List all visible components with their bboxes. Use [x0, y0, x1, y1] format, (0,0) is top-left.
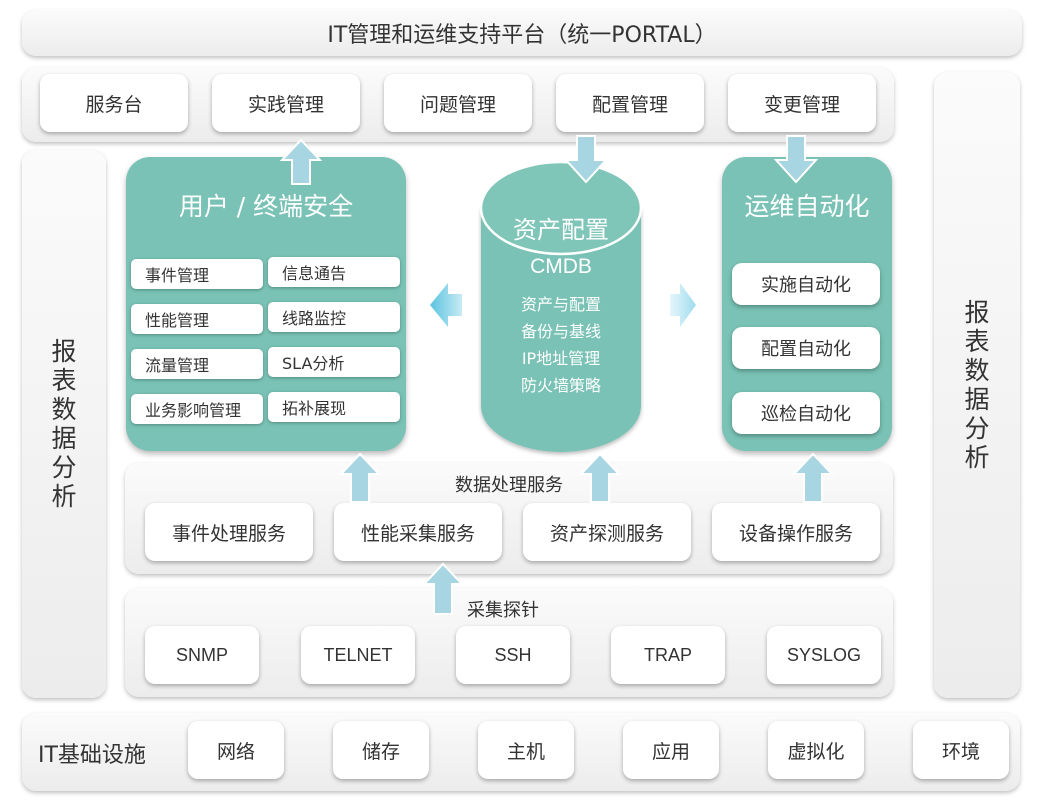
cmdb-title: 资产配置: [513, 216, 609, 244]
infra-virtualization[interactable]: 虚拟化: [768, 721, 864, 779]
business-impact-management-item[interactable]: 业务影响管理: [131, 394, 263, 424]
module-configuration-management[interactable]: 配置管理: [556, 74, 704, 132]
collection-probes-panel: 采集探针 SNMP TELNET SSH TRAP SYSLOG: [125, 588, 893, 697]
module-change-management[interactable]: 变更管理: [728, 74, 876, 132]
probe-snmp[interactable]: SNMP: [145, 626, 259, 684]
right-report-analysis-panel: 报 表 数 据 分 析: [934, 72, 1020, 698]
performance-collection-service[interactable]: 性能采集服务: [334, 503, 502, 561]
traffic-management-item[interactable]: 流量管理: [131, 349, 263, 379]
configuration-automation-item[interactable]: 配置自动化: [732, 327, 880, 369]
user-security-box: 用户 / 终端安全 事件管理 性能管理 流量管理 业务影响管理 信息通告 线路监…: [126, 157, 406, 451]
automation-box: 运维自动化 实施自动化 配置自动化 巡检自动化: [722, 157, 892, 451]
user-security-title: 用户 / 终端安全: [178, 192, 354, 221]
implementation-automation-item[interactable]: 实施自动化: [732, 263, 880, 305]
data-processing-panel: 数据处理服务 事件处理服务 性能采集服务 资产探测服务 设备操作服务: [125, 463, 893, 574]
infra-environment[interactable]: 环境: [913, 721, 1009, 779]
cmdb-item: 备份与基线: [520, 322, 601, 341]
cmdb-subtitle: CMDB: [530, 255, 592, 278]
probe-ssh[interactable]: SSH: [456, 626, 570, 684]
probe-trap[interactable]: TRAP: [611, 626, 725, 684]
left-report-char: 据: [51, 424, 77, 453]
arrow-left-cmdb-to-security: [430, 283, 462, 327]
arrow-right-cmdb-to-automation: [670, 283, 696, 327]
portal-title-bar: IT管理和运维支持平台（统一PORTAL）: [22, 10, 1022, 56]
left-report-char: 分: [51, 453, 77, 482]
module-practice-management[interactable]: 实践管理: [212, 74, 360, 132]
right-report-char: 析: [964, 443, 990, 472]
automation-title: 运维自动化: [744, 192, 870, 221]
it-infrastructure-panel: IT基础设施 网络 储存 主机 应用 虚拟化 环境: [22, 713, 1020, 791]
topology-display-item[interactable]: 拓补展现: [268, 392, 400, 422]
probe-telnet[interactable]: TELNET: [301, 626, 415, 684]
left-report-char: 表: [51, 366, 77, 395]
right-report-char: 据: [964, 385, 990, 414]
cmdb-item: IP地址管理: [521, 349, 601, 368]
event-management-item[interactable]: 事件管理: [131, 259, 263, 289]
right-report-char: 报: [964, 298, 990, 327]
inspection-automation-item[interactable]: 巡检自动化: [732, 392, 880, 434]
cmdb-item: 防火墙策略: [520, 376, 601, 395]
left-report-char: 析: [51, 482, 77, 511]
right-report-char: 表: [964, 327, 990, 356]
infra-network[interactable]: 网络: [188, 721, 284, 779]
it-infrastructure-title: IT基础设施: [38, 743, 146, 768]
left-report-analysis-panel: 报 表 数 据 分 析: [22, 150, 106, 698]
right-report-char: 数: [964, 356, 990, 385]
line-monitoring-item[interactable]: 线路监控: [268, 302, 400, 332]
info-notification-item[interactable]: 信息通告: [268, 257, 400, 287]
left-report-char: 数: [51, 395, 77, 424]
arrow-down-config-to-cmdb: [563, 135, 609, 184]
right-report-char: 分: [964, 414, 990, 443]
collection-probes-title: 采集探针: [467, 600, 539, 621]
arrow-up-processing-to-security: [338, 452, 382, 503]
portal-title: IT管理和运维支持平台（统一PORTAL）: [327, 23, 717, 48]
arrow-up-security-to-practice: [279, 138, 323, 185]
cmdb-item: 资产与配置: [520, 295, 601, 314]
cmdb-cylinder: [479, 160, 643, 452]
performance-management-item[interactable]: 性能管理: [131, 304, 263, 334]
infra-host[interactable]: 主机: [478, 721, 574, 779]
infra-storage[interactable]: 储存: [333, 721, 429, 779]
module-service-desk[interactable]: 服务台: [40, 74, 188, 132]
arrow-up-processing-to-automation: [791, 452, 835, 503]
arrow-down-change-to-automation: [773, 135, 819, 184]
data-processing-title: 数据处理服务: [455, 475, 563, 496]
sla-analysis-item[interactable]: SLA分析: [268, 347, 400, 377]
left-report-char: 报: [51, 337, 77, 366]
top-modules-panel: 服务台 实践管理 问题管理 配置管理 变更管理: [22, 68, 894, 142]
asset-discovery-service[interactable]: 资产探测服务: [523, 503, 691, 561]
infra-application[interactable]: 应用: [623, 721, 719, 779]
module-problem-management[interactable]: 问题管理: [384, 74, 532, 132]
probe-syslog[interactable]: SYSLOG: [767, 626, 881, 684]
arrow-up-processing-to-cmdb: [578, 452, 622, 503]
event-processing-service[interactable]: 事件处理服务: [145, 503, 313, 561]
device-operation-service[interactable]: 设备操作服务: [712, 503, 880, 561]
arrow-up-probes-to-processing: [421, 562, 465, 615]
